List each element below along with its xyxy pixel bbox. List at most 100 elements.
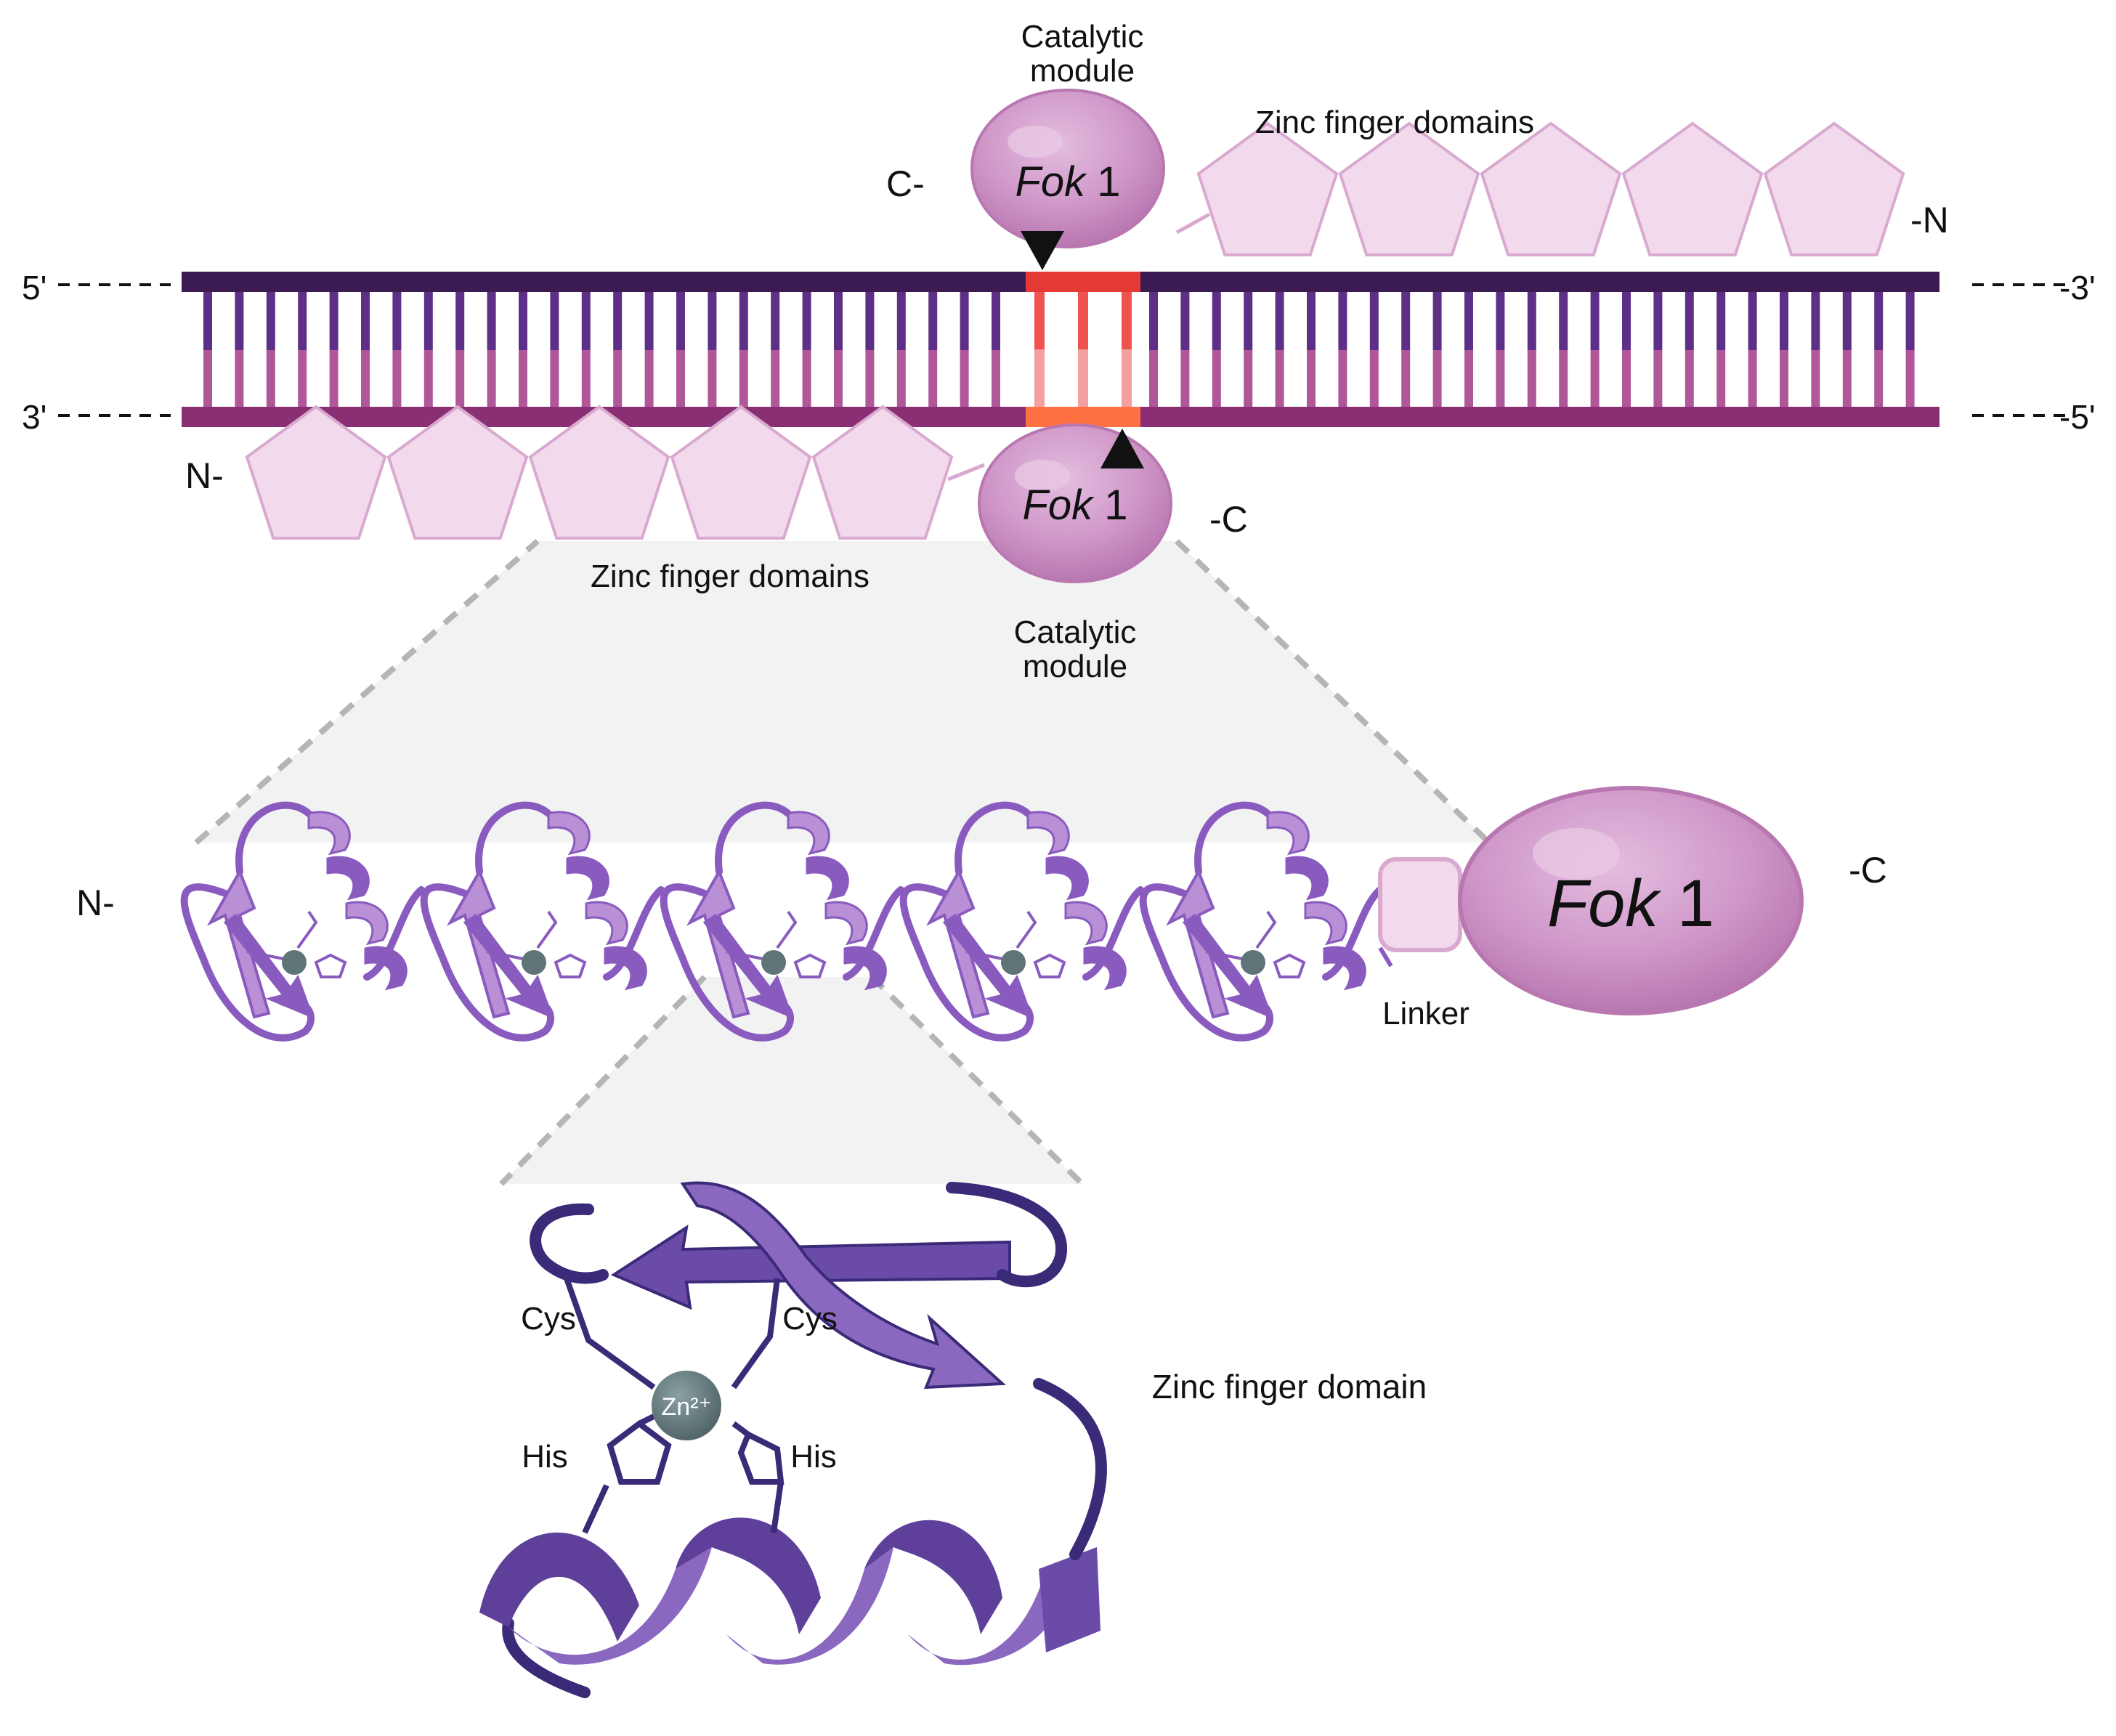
middle-fok1-label: Fok 1 — [1547, 867, 1714, 941]
base-pair-top-1 — [203, 292, 212, 350]
beta-strand-down — [1182, 913, 1273, 1019]
base-pair-bottom-36 — [1432, 350, 1442, 407]
zinc-ion-icon — [652, 1371, 721, 1440]
base-pair-bottom-29 — [1212, 350, 1221, 407]
dna-5prime-left-label: 5' — [22, 269, 46, 307]
beta-strand-up — [686, 868, 750, 1019]
base-pair-gap-21 — [844, 292, 859, 407]
base-pair-gap-8 — [434, 292, 449, 407]
zinc-finger-motif-5 — [1139, 801, 1384, 1042]
dna-base-pairs — [203, 292, 1931, 407]
base-pair-gap-30 — [1254, 292, 1269, 407]
cys-left-sidechain — [564, 1277, 656, 1390]
base-pair-top-43 — [1653, 292, 1663, 350]
inter-finger-linker — [1322, 886, 1384, 981]
beta-strand-crossing — [680, 1181, 1006, 1390]
base-pair-gap-28 — [1191, 292, 1206, 407]
base-pair-gap-3 — [276, 292, 291, 407]
base-pair-gap-2 — [245, 292, 260, 407]
zinc-finger-domain-label: Zinc finger domain — [1152, 1368, 1427, 1406]
base-pair-bottom-6 — [361, 350, 370, 407]
bottom-cleavage-triangle-icon — [1100, 429, 1144, 469]
base-pair-bottom-27 — [1149, 350, 1158, 407]
base-pair-bottom-31 — [1275, 350, 1284, 407]
beta-hairpin — [530, 1181, 1068, 1390]
base-pair-gap-23 — [907, 292, 922, 407]
zinc-ion-icon — [522, 950, 546, 975]
his-right-sidechain — [771, 1481, 784, 1533]
base-pair-bottom-5 — [329, 350, 339, 407]
cut-site-top-segment — [1026, 272, 1140, 292]
base-pair-top-16 — [676, 292, 685, 350]
base-pair-gap-45 — [1727, 292, 1742, 407]
base-pair-bottom-41 — [1590, 350, 1600, 407]
top-fok1-highlight — [1008, 126, 1063, 158]
helix-turn-2 — [1285, 856, 1329, 901]
helix-turn-3-back — [864, 1520, 1002, 1634]
base-pair-gap-33 — [1348, 292, 1363, 407]
base-pair-top-40 — [1559, 292, 1568, 350]
cut-site-rung-2-lower — [1078, 349, 1088, 407]
his-right-pentagon-ring-icon — [737, 1430, 785, 1485]
zinc-ion-icon — [282, 950, 307, 975]
base-pair-gap-16 — [686, 292, 701, 407]
base-pair-gap-24 — [939, 292, 954, 407]
his-right-zn-bond — [731, 1421, 750, 1437]
helix-turn-2-front — [726, 1547, 893, 1665]
base-pair-bottom-39 — [1527, 350, 1536, 407]
pentagon-ring-icon — [554, 953, 587, 978]
base-pair-bottom-30 — [1244, 350, 1253, 407]
helix-turn-3 — [1064, 901, 1108, 946]
pentagon-ring-icon — [1033, 953, 1066, 978]
top-zfn: Fok 1 C- -N Catalytic module Zinc finger… — [886, 19, 1949, 270]
top-loop — [235, 801, 312, 875]
bottom-zinc-finger-array — [245, 405, 954, 540]
beta-strand-up — [206, 868, 271, 1019]
beta-strand-up — [925, 868, 990, 1019]
dna-5prime-right-label: -5' — [2059, 398, 2096, 436]
inter-finger-linker — [843, 886, 904, 981]
base-pair-gap-44 — [1695, 292, 1710, 407]
base-pair-gap-39 — [1537, 292, 1552, 407]
base-pair-top-32 — [1307, 292, 1316, 350]
base-pair-top-12 — [550, 292, 559, 350]
base-pair-top-37 — [1464, 292, 1473, 350]
bottom-zinc-finger-4 — [670, 405, 812, 540]
bottom-zf-domains-label: Zinc finger domains — [591, 559, 869, 594]
cut-site-rung-1-lower — [1034, 349, 1045, 407]
dna-3prime-right-label: -3' — [2059, 269, 2096, 307]
his-right-label: His — [790, 1439, 837, 1475]
helix-turn-2-back — [676, 1517, 821, 1634]
base-pair-bottom-20 — [802, 350, 811, 407]
beta-strand-up — [446, 868, 511, 1019]
middle-zfn-structure: N- Linker Fok 1 -C — [76, 786, 1887, 1042]
top-catalytic-label-line2: module — [1030, 53, 1135, 89]
base-pair-gap-12 — [560, 292, 575, 407]
zinc-finger-detail: Zn²⁺ Cys Cys His His Zinc finger domain — [479, 1181, 1427, 1698]
zoom-dash-lower-left — [499, 975, 707, 1186]
base-pair-bottom-25 — [960, 350, 969, 407]
zinc-finger-motif-1 — [180, 801, 425, 1042]
base-pair-top-27 — [1149, 292, 1158, 350]
base-pair-gap-15 — [654, 292, 670, 407]
zinc-finger-motif-4 — [899, 801, 1144, 1042]
base-pair-bottom-42 — [1622, 350, 1631, 407]
base-pair-gap-40 — [1569, 292, 1584, 407]
base-pair-gap-13 — [591, 292, 607, 407]
base-pair-top-28 — [1180, 292, 1190, 350]
base-pair-bottom-47 — [1780, 350, 1788, 407]
base-pair-gap-36 — [1443, 292, 1458, 407]
helix-turn-3-front — [908, 1562, 1075, 1666]
base-pair-top-7 — [392, 292, 402, 350]
base-pair-bottom-28 — [1180, 350, 1190, 407]
base-pair-bottom-7 — [392, 350, 402, 407]
base-pair-bottom-3 — [266, 350, 275, 407]
middle-fok1-highlight — [1533, 828, 1620, 879]
helix-turn-1 — [307, 811, 351, 856]
base-pair-bottom-18 — [739, 350, 748, 407]
base-pair-bottom-10 — [487, 350, 496, 407]
base-pair-gap-43 — [1663, 292, 1679, 407]
his-left-pentagon-ring-icon — [607, 1420, 672, 1485]
zoom-dash-left — [194, 539, 540, 845]
